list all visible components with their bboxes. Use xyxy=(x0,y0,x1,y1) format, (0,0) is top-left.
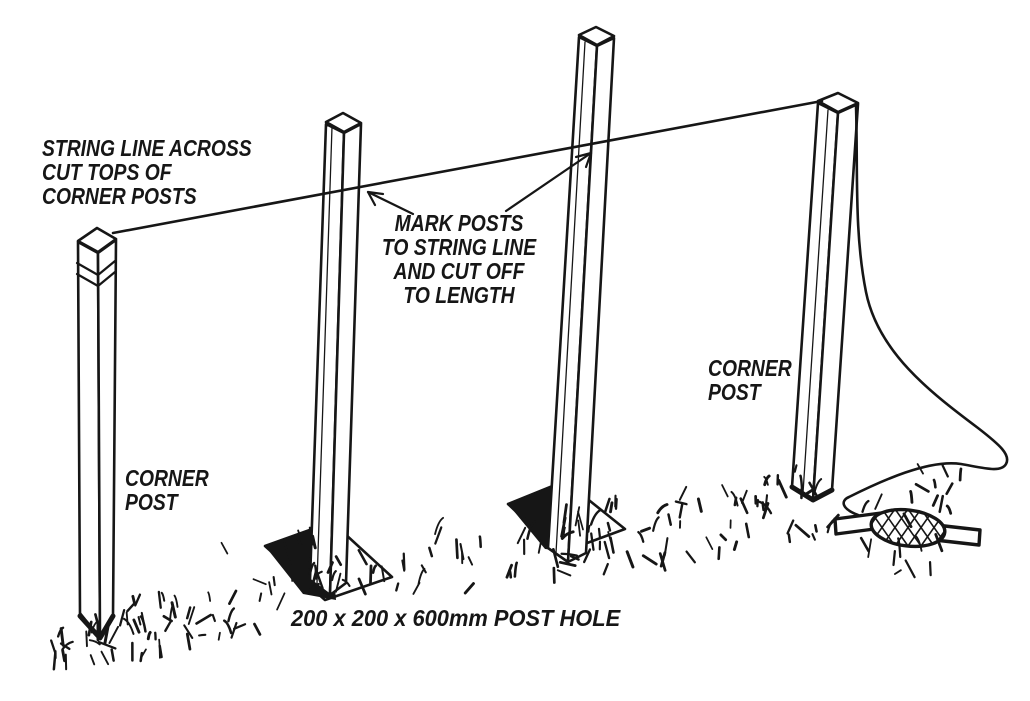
left-post-cut-band-lower xyxy=(75,270,117,288)
string-line-label-line1: STRING LINE ACROSS xyxy=(42,135,252,161)
right-post-top-face xyxy=(816,91,860,114)
left-post-top-face xyxy=(76,226,118,254)
grass-texture xyxy=(50,463,963,671)
right-post-grain-line xyxy=(802,109,829,494)
line-post-a xyxy=(308,111,363,597)
corner-post-right-line2: POST xyxy=(708,379,761,405)
corner-post-left-label: CORNER POST xyxy=(125,466,209,514)
hanging-string xyxy=(842,104,1009,517)
mark-posts-label: MARK POSTS TO STRING LINE AND CUT OFF TO… xyxy=(362,211,555,307)
left-post-cut-band-upper xyxy=(75,259,117,277)
corner-post-left-line1: CORNER xyxy=(125,465,209,491)
post-b-grain-line xyxy=(555,41,586,554)
right-corner-post xyxy=(789,91,860,503)
post-a-top-face xyxy=(324,111,363,134)
post-hole-label: 200 x 200 x 600mm POST HOLE xyxy=(291,605,621,631)
string-line xyxy=(111,99,824,235)
post-a-grain-line xyxy=(316,126,333,584)
left-post-front-face xyxy=(76,240,102,640)
left-post-side-face xyxy=(96,238,118,640)
arrow-to-post-a xyxy=(366,190,415,216)
mark-posts-label-line2: TO STRING LINE xyxy=(381,234,537,260)
left-corner-post xyxy=(75,226,118,641)
line-post-b xyxy=(546,25,616,564)
string-line-label-line3: CORNER POSTS xyxy=(42,183,197,209)
string-line-label-line2: CUT TOPS OF xyxy=(42,159,172,185)
corner-post-left-line2: POST xyxy=(125,489,178,515)
mark-posts-label-line3: AND CUT OFF xyxy=(393,258,525,284)
corner-post-right-line1: CORNER xyxy=(708,355,792,381)
string-winder xyxy=(833,507,982,549)
post-b-side-face xyxy=(566,36,616,564)
right-post-bottom-edge xyxy=(789,484,835,503)
arrow-to-post-b xyxy=(504,151,593,213)
post-b-top-face xyxy=(577,25,616,47)
corner-post-right-label: CORNER POST xyxy=(708,356,792,404)
string-line-label: STRING LINE ACROSS CUT TOPS OF CORNER PO… xyxy=(42,136,252,208)
mark-posts-label-line1: MARK POSTS xyxy=(394,210,524,236)
left-post-bottom-edge xyxy=(77,613,116,641)
mark-posts-label-line4: TO LENGTH xyxy=(403,282,515,308)
